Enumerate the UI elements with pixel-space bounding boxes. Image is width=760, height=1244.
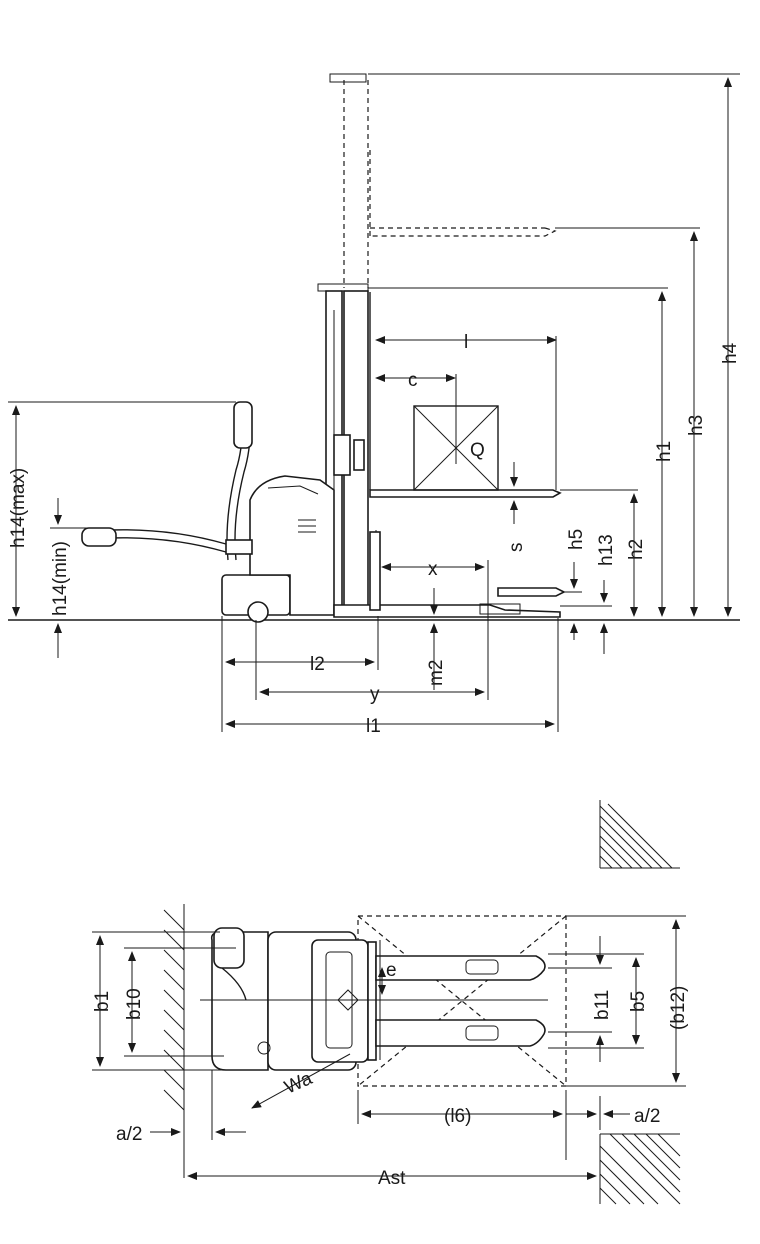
- label-b5: b5: [628, 991, 649, 1012]
- forks-top: [367, 941, 546, 1061]
- dim-x: x: [381, 559, 489, 700]
- label-wa: Wa: [281, 1068, 315, 1099]
- dim-b11: b11: [548, 936, 613, 1062]
- label-q: Q: [470, 440, 485, 461]
- dim-y: y: [255, 620, 485, 705]
- label-h3: h3: [686, 415, 707, 436]
- wall-hatch-top-right: [599, 800, 680, 869]
- label-h13: h13: [596, 534, 617, 566]
- dim-b12: (b12): [566, 915, 689, 1087]
- dim-a2-right: a/2: [566, 1096, 660, 1130]
- label-m2: m2: [426, 660, 447, 686]
- dim-l: l: [375, 332, 557, 490]
- tiller-upright: [225, 401, 253, 561]
- label-s: s: [506, 543, 527, 553]
- label-h4: h4: [720, 342, 741, 364]
- label-c: c: [408, 370, 418, 391]
- dim-h2: h2: [626, 493, 647, 617]
- extended-mast-dashed: [329, 73, 557, 288]
- dim-b1: b1: [92, 931, 226, 1071]
- label-a2-left: a/2: [116, 1124, 142, 1145]
- load-box: Q: [413, 374, 499, 491]
- label-h14max: h14(max): [8, 468, 29, 548]
- label-l: l: [464, 332, 468, 353]
- label-a2-right: a/2: [634, 1106, 660, 1127]
- label-l2: l2: [310, 654, 325, 675]
- label-x: x: [428, 559, 438, 580]
- dim-e: e: [378, 940, 397, 1060]
- label-e: e: [386, 960, 397, 981]
- label-ast: Ast: [378, 1168, 406, 1189]
- label-l6: (l6): [444, 1106, 471, 1127]
- dim-b5: b5: [548, 953, 649, 1049]
- label-h1: h1: [654, 441, 675, 462]
- dim-l1: l1: [225, 618, 559, 737]
- truck-body: [221, 475, 335, 623]
- label-h5: h5: [566, 529, 587, 550]
- wall-hatch-left: [163, 904, 185, 1178]
- dim-ast: Ast: [187, 1168, 597, 1189]
- label-b1: b1: [92, 991, 113, 1012]
- pallet-outline: [357, 915, 567, 1087]
- side-view: Q: [8, 73, 741, 737]
- wall-hatch-bottom-right: [599, 1133, 681, 1205]
- top-view: b1 b10 e b11 b5: [92, 800, 689, 1205]
- label-b10: b10: [124, 988, 145, 1020]
- dim-h14min: h14(min): [50, 498, 90, 658]
- label-b12: (b12): [668, 986, 689, 1030]
- dim-m2: m2: [426, 588, 447, 690]
- dim-h5: h5: [564, 529, 587, 640]
- dim-h1: h1: [654, 291, 675, 617]
- dim-l6: (l6): [357, 1090, 567, 1160]
- dim-l2: l2: [221, 616, 379, 732]
- label-l1: l1: [366, 716, 381, 737]
- label-b11: b11: [592, 990, 613, 1020]
- dim-h3: h3: [686, 231, 707, 617]
- dim-b10: b10: [124, 947, 236, 1057]
- dim-h13: h13: [560, 534, 617, 654]
- height-dimension-lines: [368, 73, 740, 491]
- dim-a2-left: a/2: [116, 1070, 246, 1145]
- dim-h14max: h14(max): [8, 401, 236, 617]
- dim-s: s: [506, 462, 527, 552]
- lowered-forks: [333, 530, 566, 618]
- label-h14min: h14(min): [50, 541, 71, 616]
- tiller-lowered: [81, 527, 227, 553]
- dim-c: c: [375, 370, 456, 391]
- label-y: y: [370, 684, 380, 705]
- fork-carriage: [369, 292, 562, 498]
- truck-top-body: [210, 927, 369, 1071]
- dim-h4: h4: [720, 77, 741, 617]
- label-h2: h2: [626, 539, 647, 560]
